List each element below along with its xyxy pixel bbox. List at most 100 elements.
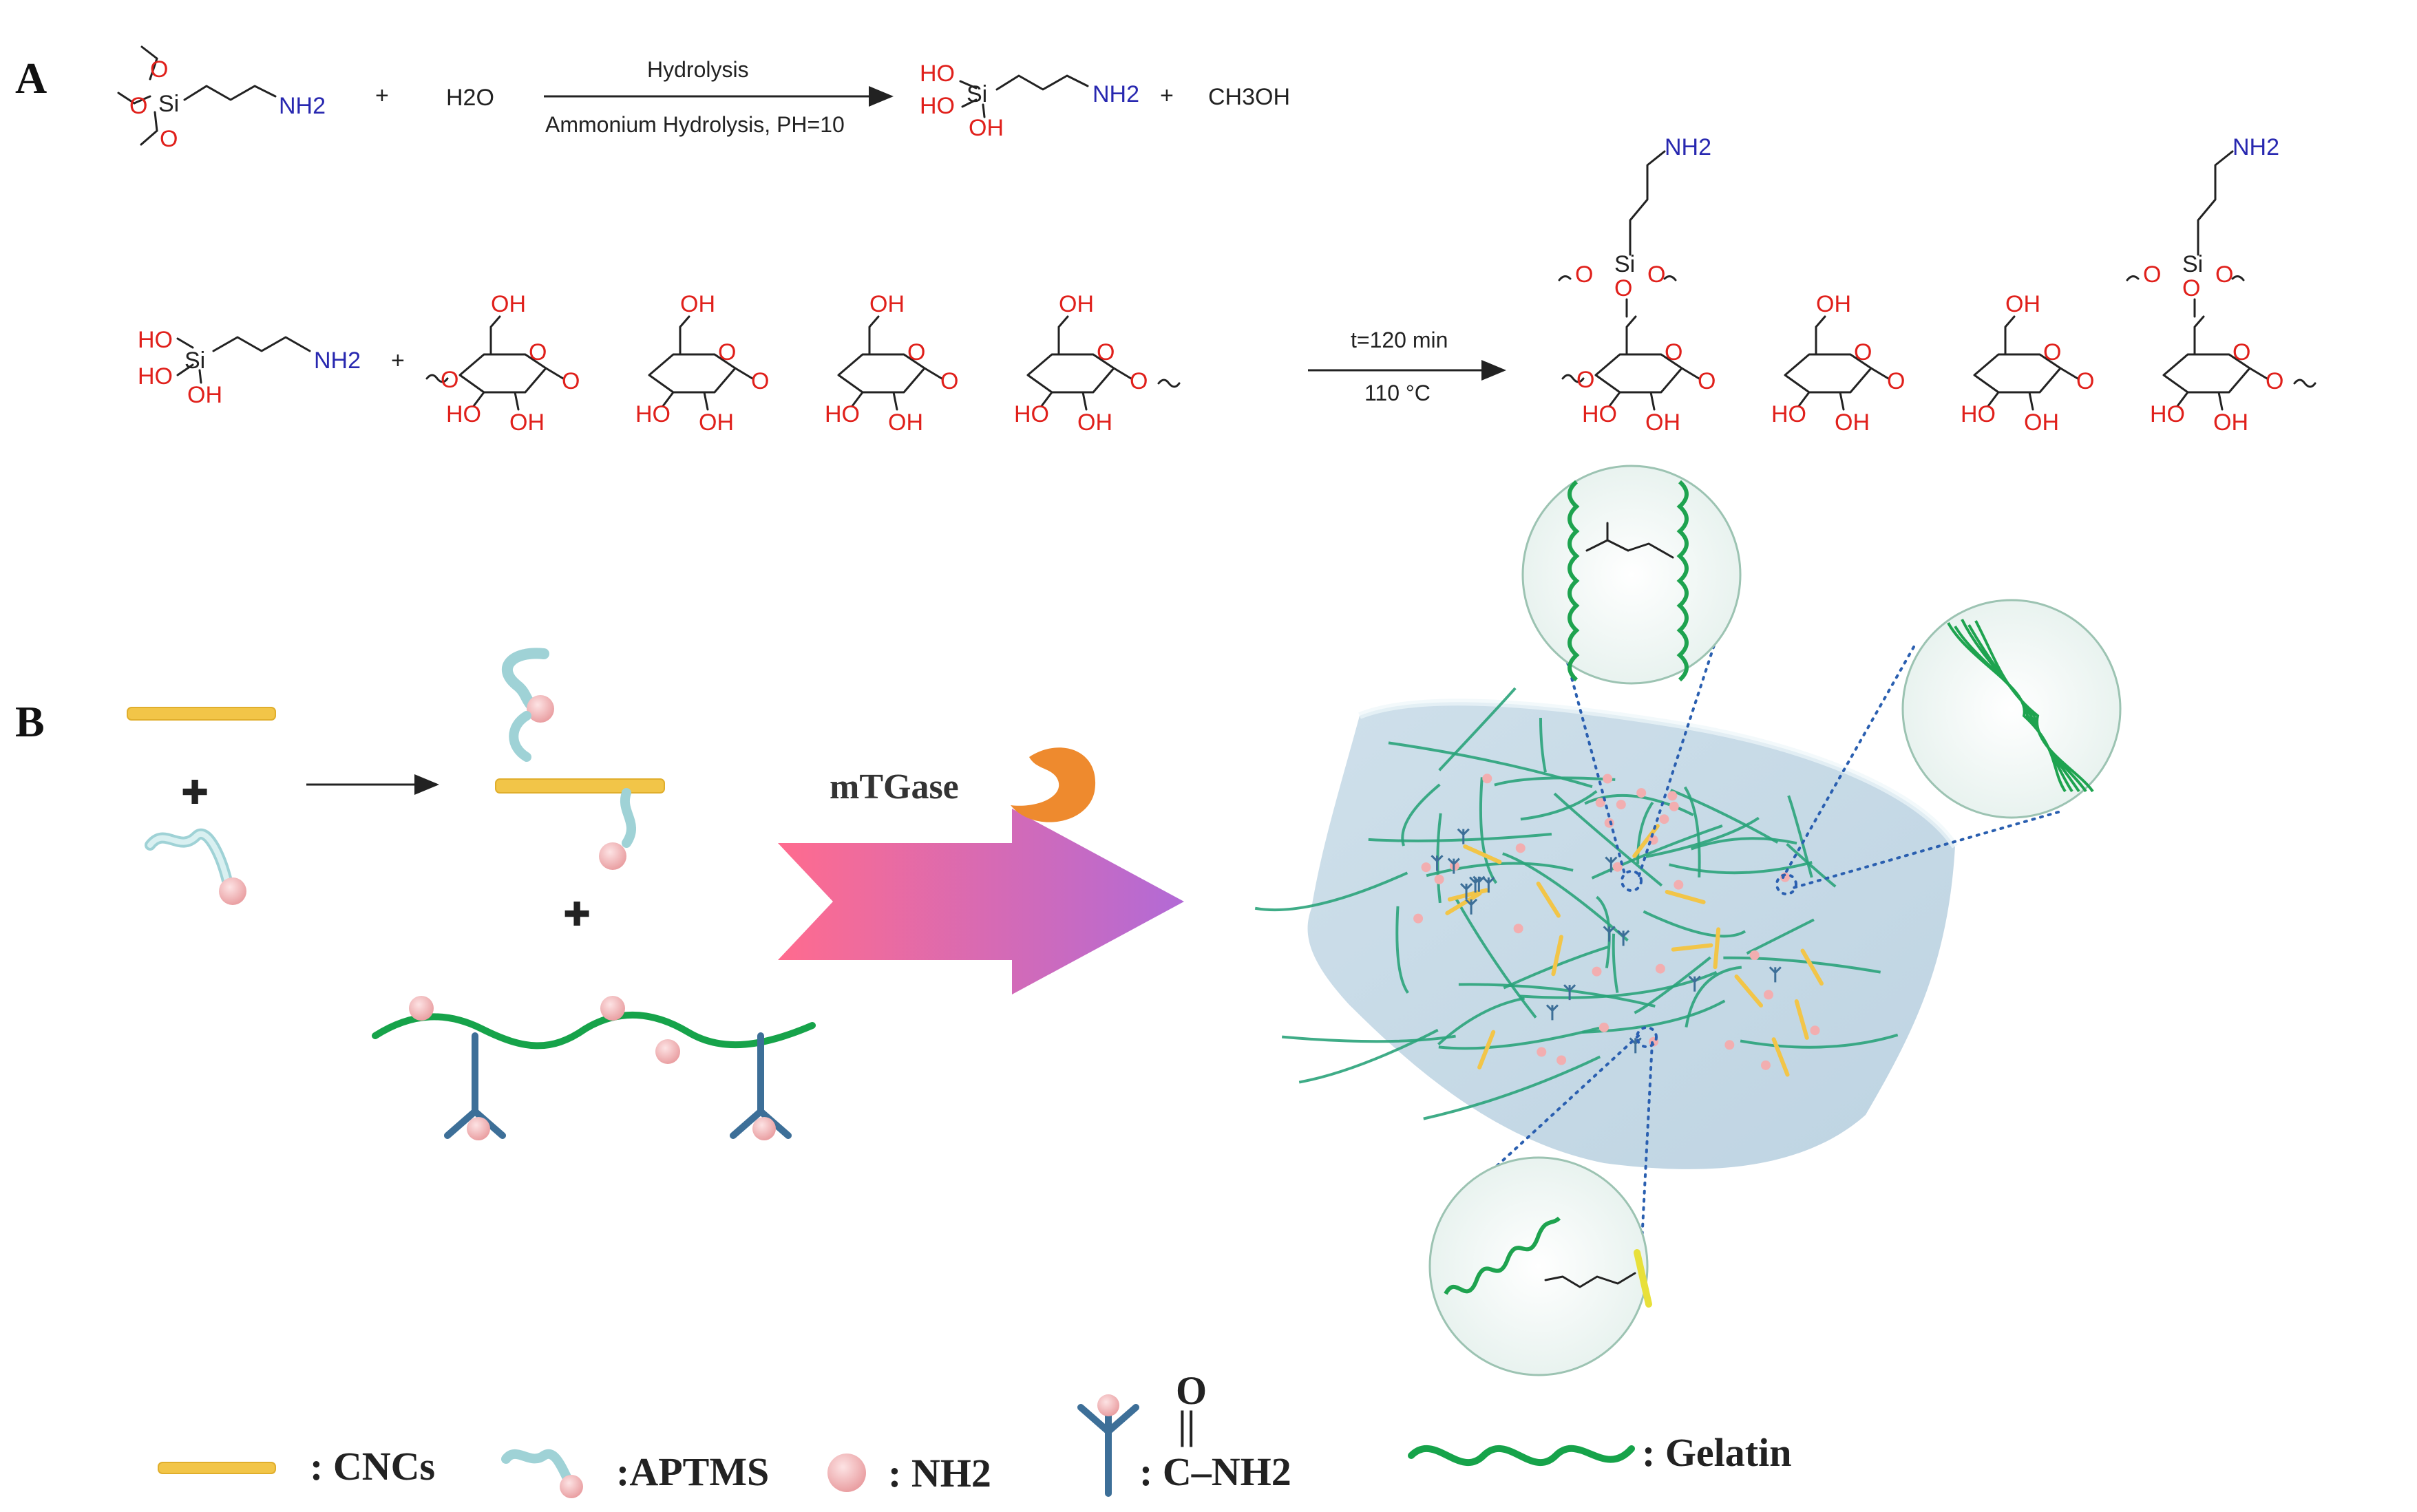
legend-nh2-label: : NH2 — [888, 1451, 991, 1495]
glycosidic-oxygen: O — [751, 368, 769, 394]
ring-ho: HO — [635, 401, 671, 427]
svg-text:O: O — [441, 367, 458, 393]
panel-label-b: B — [15, 697, 45, 746]
nh2-ball — [599, 842, 626, 870]
silanol2-ho-1: HO — [138, 327, 173, 353]
silanol-product: HO HO Si OH NH2 — [920, 61, 1139, 141]
ring-oh-bottom: OH — [2024, 409, 2059, 436]
legend-amide-o: O — [1176, 1368, 1207, 1413]
zoom-circle-silane-linkage — [1428, 1156, 1652, 1376]
svg-text:O: O — [2215, 262, 2233, 288]
ring-oh-bottom: OH — [888, 409, 923, 436]
ring-oh-top: OH — [680, 291, 715, 317]
legend-gelatin-label: : Gelatin — [1642, 1430, 1791, 1475]
legend-nh2-swatch — [827, 1454, 866, 1492]
product-ho-2: HO — [920, 93, 955, 119]
glycosidic-oxygen: O — [940, 368, 958, 394]
ring-oh-bottom: OH — [699, 409, 734, 436]
svg-text:O: O — [1575, 262, 1593, 288]
glycosidic-oxygen: O — [2076, 368, 2094, 394]
svg-text:O: O — [1614, 275, 1632, 301]
legend-aptms-label: :APTMS — [616, 1449, 769, 1494]
ring-ho: HO — [2150, 401, 2185, 427]
ring-oxygen: O — [907, 339, 925, 365]
plus-b-1: ✚ — [181, 775, 209, 811]
plus-reaction2: + — [391, 348, 405, 374]
gelatin-chain — [372, 996, 816, 1140]
silanol2-nh2: NH2 — [314, 348, 361, 374]
arrow1-bottom-label: Ammonium Hydrolysis, PH=10 — [545, 112, 845, 137]
ring-oh-bottom: OH — [2213, 409, 2248, 436]
grafted-si: Si — [2182, 251, 2203, 277]
grafted-nh2: NH2 — [1665, 134, 1711, 160]
ring-oh-bottom: OH — [1077, 409, 1112, 436]
glycosidic-oxygen: O — [1887, 368, 1905, 394]
arrow1-top-label: Hydrolysis — [647, 57, 749, 82]
ring-oxygen: O — [2043, 339, 2061, 365]
product-nh2: NH2 — [1093, 81, 1139, 107]
reactant-o-top: O — [150, 56, 168, 83]
zoom-circle-amide-bond — [1521, 465, 1742, 685]
legend: : CNCs :APTMS : NH2 O || : C–NH2 : Gelat… — [158, 1368, 1791, 1498]
ring-oxygen: O — [1097, 339, 1115, 365]
plus-reaction1-b: + — [1160, 83, 1174, 109]
reactant-nh2: NH2 — [279, 93, 326, 119]
ring-ho: HO — [825, 401, 860, 427]
grafted-si: Si — [1614, 251, 1635, 277]
reactant-si: Si — [158, 91, 179, 117]
arrow2-top-label: t=120 min — [1351, 328, 1448, 352]
nh2-ball — [409, 996, 434, 1021]
plus-b-2: ✚ — [563, 897, 591, 933]
big-reaction-arrow — [778, 809, 1184, 994]
product-si: Si — [967, 81, 987, 107]
glycosidic-oxygen: O — [2266, 368, 2283, 394]
ring-oh-top: OH — [1059, 291, 1094, 317]
ring-oh-bottom: OH — [1835, 409, 1870, 436]
legend-cnc-swatch — [158, 1462, 276, 1474]
silanol2-si: Si — [184, 348, 205, 374]
amide-side-group — [730, 1032, 792, 1140]
ring-ho: HO — [1771, 401, 1806, 427]
svg-text:O: O — [1647, 262, 1665, 288]
svg-text:O: O — [1576, 367, 1594, 393]
ring-ho: HO — [1961, 401, 1996, 427]
mtgase-enzyme-icon — [1011, 747, 1096, 822]
ring-oxygen: O — [1854, 339, 1872, 365]
hydrogel-network — [1254, 687, 1959, 1169]
cnc-rod — [127, 707, 276, 721]
ring-oxygen: O — [1665, 339, 1682, 365]
amide-side-group — [444, 1032, 506, 1140]
legend-amide-swatch — [1077, 1394, 1139, 1497]
mtgase-label: mTGase — [830, 767, 959, 807]
ring-ho: HO — [1582, 401, 1617, 427]
legend-amide-label: : C–NH2 — [1139, 1449, 1291, 1494]
reactant-o-left: O — [129, 93, 147, 119]
nh2-ball — [219, 877, 246, 905]
panel-label-a: A — [15, 54, 47, 103]
ring-oh-top: OH — [1816, 291, 1851, 317]
ring-oxygen: O — [529, 339, 547, 365]
ring-ho: HO — [446, 401, 481, 427]
silanol2-ho-2: HO — [138, 363, 173, 390]
legend-aptms-swatch — [501, 1449, 573, 1484]
product-oh: OH — [969, 115, 1004, 141]
ring-oh-bottom: OH — [1645, 409, 1680, 436]
legend-amide-eq: || — [1178, 1403, 1196, 1447]
zoom-circle-entangled-chains — [1901, 599, 2122, 819]
nh2-ball — [655, 1039, 680, 1064]
water: H2O — [446, 85, 494, 111]
ring-oh-bottom: OH — [509, 409, 545, 436]
methanol: CH3OH — [1208, 84, 1290, 110]
grafted-nh2: NH2 — [2233, 134, 2279, 160]
ring-ho: HO — [1014, 401, 1049, 427]
arrow2-bottom-label: 110 °C — [1364, 381, 1431, 405]
aptms-reactant: Si O O O NH2 — [117, 45, 326, 152]
ring-oxygen: O — [718, 339, 736, 365]
ring-oh-top: OH — [491, 291, 526, 317]
nh2-ball — [600, 996, 625, 1021]
aptms-modified-cnc — [495, 648, 665, 870]
legend-aptms-ball — [560, 1475, 583, 1498]
